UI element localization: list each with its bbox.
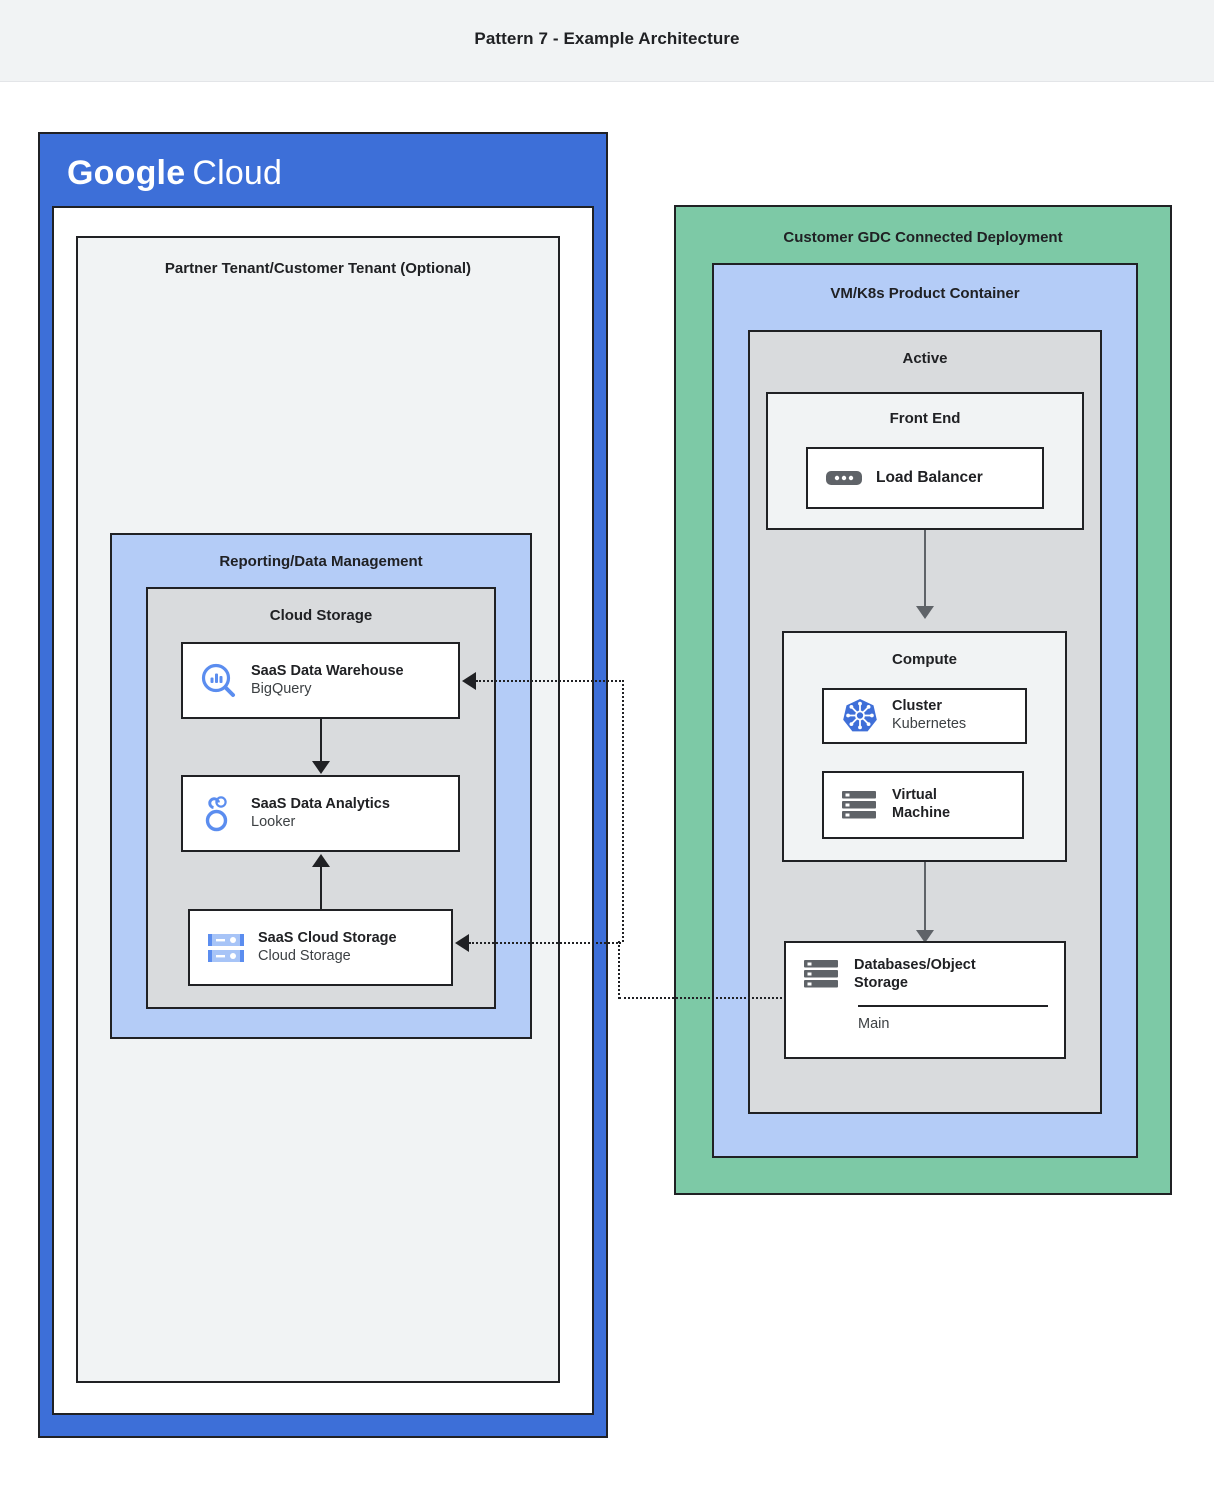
gdc-deployment-title: Customer GDC Connected Deployment xyxy=(783,229,1063,246)
node-secondary-label: Cloud Storage xyxy=(258,947,351,964)
node-primary-label: SaaS Cloud Storage xyxy=(258,929,397,946)
arrow-storage-to-analytics-head xyxy=(312,854,330,867)
node-primary-label: SaaS Data Analytics xyxy=(251,795,390,812)
node-cluster-kubernetes[interactable]: Cluster Kubernetes xyxy=(822,688,1027,744)
vm-k8s-product-container-title: VM/K8s Product Container xyxy=(830,285,1020,302)
bigquery-icon xyxy=(197,662,241,700)
db-primary-label-line2: Storage xyxy=(854,975,908,991)
dotted-arrow-head-saas-cloud-storage xyxy=(455,934,469,952)
dotted-riser-upper xyxy=(622,680,624,942)
google-wordmark-light: Cloud xyxy=(192,154,283,192)
dotted-arrow-head-saas-data-warehouse xyxy=(462,672,476,690)
dotted-line-to-saas-cloud-storage xyxy=(469,942,621,944)
node-text: SaaS Data Analytics Looker xyxy=(251,796,458,831)
dotted-line-db-to-junction xyxy=(619,997,786,999)
cloud-storage-group-title: Cloud Storage xyxy=(269,607,373,624)
node-primary-label: SaaS Data Warehouse xyxy=(251,662,404,679)
node-load-balancer[interactable]: Load Balancer xyxy=(806,447,1044,509)
db-head: Databases/Object Storage xyxy=(786,943,1064,993)
virtual-machine-icon xyxy=(838,787,882,823)
node-primary-label: Load Balancer xyxy=(876,468,983,486)
arrow-compute-to-databases xyxy=(924,862,926,932)
node-saas-cloud-storage[interactable]: SaaS Cloud Storage Cloud Storage xyxy=(188,909,453,986)
node-text: SaaS Cloud Storage Cloud Storage xyxy=(258,930,451,965)
page-title: Pattern 7 - Example Architecture xyxy=(474,29,740,48)
looker-icon xyxy=(197,794,241,834)
arrow-storage-to-analytics xyxy=(320,866,322,910)
node-databases-object-storage[interactable]: Databases/Object Storage Main xyxy=(784,941,1066,1059)
load-balancer-icon xyxy=(822,468,866,488)
node-secondary-label: Kubernetes xyxy=(892,716,967,732)
node-secondary-label: Looker xyxy=(251,813,296,830)
node-primary-label-line2: Machine xyxy=(892,805,951,821)
header-bar xyxy=(0,0,1214,82)
node-secondary-label: BigQuery xyxy=(251,680,312,697)
node-text: Databases/Object Storage xyxy=(854,957,1064,992)
arrow-warehouse-to-analytics-head xyxy=(312,761,330,774)
google-wordmark-bold: Google xyxy=(67,154,186,192)
dotted-riser-lower xyxy=(618,941,620,999)
node-saas-data-warehouse[interactable]: SaaS Data Warehouse BigQuery xyxy=(181,642,460,719)
node-saas-data-analytics[interactable]: SaaS Data Analytics Looker xyxy=(181,775,460,852)
node-text: SaaS Data Warehouse BigQuery xyxy=(251,663,458,698)
cloud-storage-icon xyxy=(204,928,248,968)
partner-tenant-title: Partner Tenant/Customer Tenant (Optional… xyxy=(164,260,472,277)
arrow-warehouse-to-analytics xyxy=(320,719,322,763)
database-storage-icon xyxy=(800,957,844,993)
arrow-frontend-to-compute-head xyxy=(916,606,934,619)
kubernetes-icon xyxy=(838,697,882,735)
db-divider xyxy=(858,1005,1048,1007)
reporting-data-management-title: Reporting/Data Management xyxy=(219,553,423,570)
node-text: Virtual Machine xyxy=(892,787,1022,822)
arrow-compute-to-databases-head xyxy=(916,930,934,943)
arrow-frontend-to-compute xyxy=(924,530,926,608)
node-primary-label-line1: Virtual xyxy=(892,787,937,804)
db-sub-label: Main xyxy=(858,1016,890,1032)
active-group-title: Active xyxy=(902,350,948,367)
front-end-group-title: Front End xyxy=(889,410,961,427)
node-text: Cluster Kubernetes xyxy=(892,698,1025,733)
node-primary-label: Cluster xyxy=(892,698,942,715)
node-virtual-machine[interactable]: Virtual Machine xyxy=(822,771,1024,839)
db-primary-label-line1: Databases/Object xyxy=(854,957,976,974)
node-text: Load Balancer xyxy=(876,469,1042,488)
dotted-line-to-saas-data-warehouse xyxy=(476,680,624,682)
compute-group-title: Compute xyxy=(892,651,957,668)
